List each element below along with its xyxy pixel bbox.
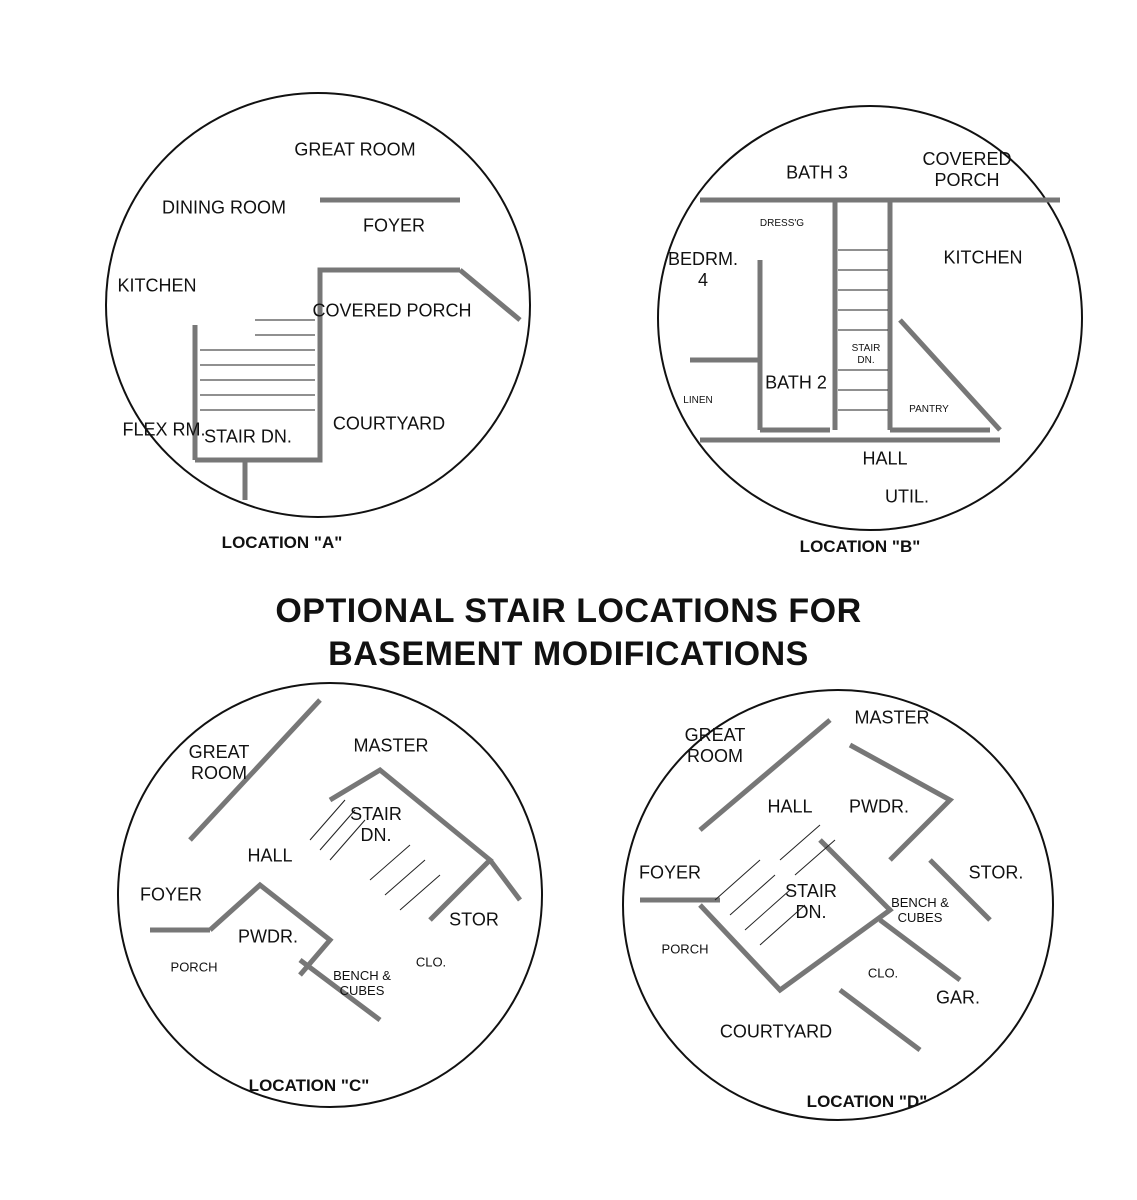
room-label: BATH 2 (765, 372, 827, 393)
room-label: PORCH (661, 941, 709, 957)
room-label: COVERED PORCH (922, 149, 1012, 190)
room-label: STAIR DN. (204, 426, 292, 447)
room-label: BENCH & CUBES (333, 968, 391, 998)
room-label: DINING ROOM (162, 197, 286, 218)
stair-treads (200, 249, 888, 946)
room-label: FOYER (638, 862, 702, 883)
room-label: GREAT ROOM (188, 742, 250, 783)
title-line-2: BASEMENT MODIFICATIONS (328, 635, 809, 673)
room-label: PWDR. (238, 926, 298, 947)
room-label: STOR (449, 909, 499, 930)
title-line-1: OPTIONAL STAIR LOCATIONS FOR (275, 592, 862, 630)
room-label: GREAT ROOM (684, 725, 746, 766)
room-label: GREAT ROOM (294, 139, 416, 160)
room-label: MASTER (854, 707, 930, 728)
room-label: PANTRY (909, 404, 949, 415)
location-a-caption: LOCATION "A" (221, 533, 343, 552)
room-label: UTIL. (884, 486, 930, 507)
room-label: COVERED PORCH (312, 300, 472, 321)
room-label: STAIR DN. (350, 804, 402, 845)
room-label: FOYER (362, 215, 426, 236)
room-label: COURTYARD (719, 1021, 833, 1042)
room-label: HALL (767, 796, 813, 817)
room-label: CLO. (867, 965, 899, 981)
room-label: STAIR DN. (851, 343, 881, 366)
location-b-caption: LOCATION "B" (799, 537, 921, 556)
room-label: KITCHEN (117, 275, 197, 296)
location-c-caption: LOCATION "C" (248, 1076, 370, 1095)
room-label: GAR. (935, 987, 981, 1008)
room-label: FLEX RM. (122, 419, 206, 440)
room-label: PORCH (170, 959, 218, 975)
room-label: MASTER (353, 735, 429, 756)
room-label: FOYER (139, 884, 203, 905)
room-label: KITCHEN (943, 247, 1023, 268)
room-label: PWDR. (849, 796, 909, 817)
room-label: STAIR DN. (785, 881, 837, 922)
room-label: LINEN (683, 395, 713, 406)
room-label: STOR. (968, 862, 1024, 883)
walls (150, 197, 1060, 1052)
location-b-circle (657, 105, 1083, 531)
location-d-caption: LOCATION "D" (806, 1092, 928, 1111)
page-title: OPTIONAL STAIR LOCATIONS FOR BASEMENT MO… (0, 590, 1137, 676)
room-label: BATH 3 (786, 162, 848, 183)
location-d-circle (622, 689, 1054, 1121)
room-label: HALL (862, 448, 908, 469)
location-c-circle (117, 682, 543, 1108)
room-label: DRESS'G (759, 218, 805, 229)
room-label: CLO. (415, 954, 447, 970)
room-label: COURTYARD (332, 413, 446, 434)
room-label: HALL (247, 845, 293, 866)
room-label: BEDRM. 4 (667, 249, 738, 290)
room-label: BENCH & CUBES (891, 895, 949, 925)
location-a-circle (105, 92, 531, 518)
